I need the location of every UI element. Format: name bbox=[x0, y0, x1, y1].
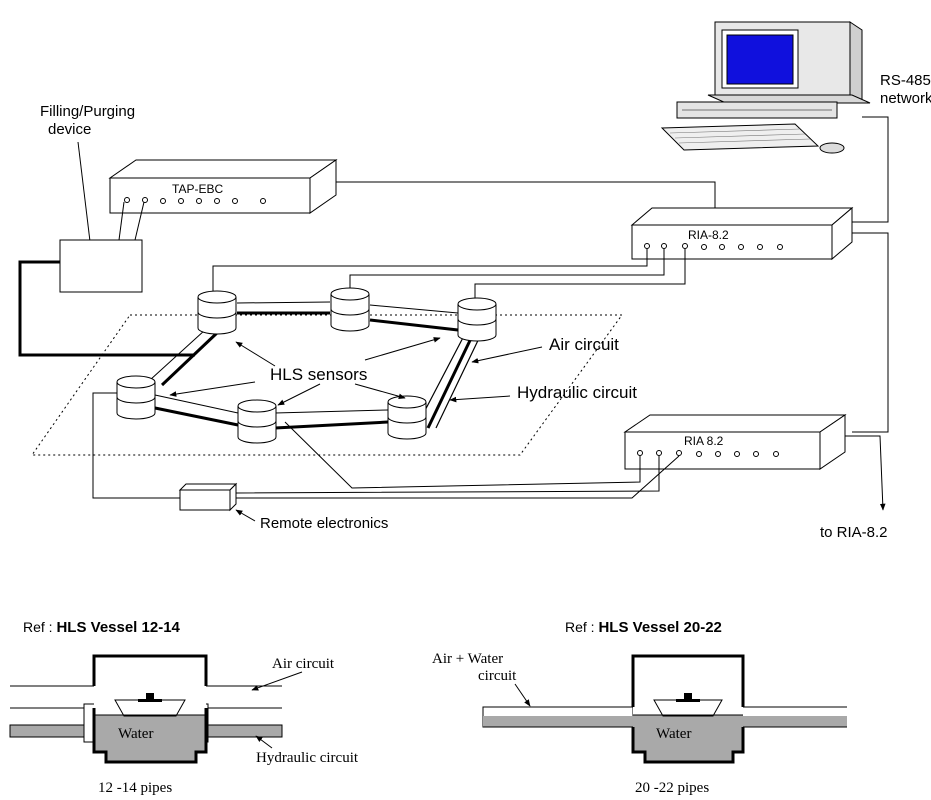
filling-feed-line bbox=[18, 260, 195, 357]
mouse-icon bbox=[819, 142, 845, 154]
tap-ebc-box bbox=[108, 159, 338, 214]
rs485-label-line2: network bbox=[880, 90, 931, 107]
vessel-right-ref: Ref : HLS Vessel 20-22 bbox=[565, 619, 722, 636]
ria-top-box bbox=[630, 206, 854, 261]
hls-sensor bbox=[237, 399, 277, 444]
vessel-left-drawing bbox=[9, 654, 283, 764]
ria-bottom-label: RIA 8.2 bbox=[684, 434, 724, 448]
filling-device-arrow bbox=[77, 141, 95, 259]
ria-bottom-box bbox=[623, 414, 847, 470]
computer-screen bbox=[726, 34, 794, 85]
filling-device-box bbox=[59, 239, 143, 293]
vessel-left-water-label: Water bbox=[118, 726, 153, 742]
vessel-right-pipes-label: 20 -22 pipes bbox=[635, 780, 709, 796]
hls-sensor bbox=[197, 290, 237, 335]
rs485-label-line1: RS-485 bbox=[880, 72, 931, 89]
hls-sensors-arrows bbox=[169, 337, 441, 406]
vessel-right-air-water-line1: Air + Water bbox=[432, 651, 503, 667]
hls-sensor bbox=[457, 297, 497, 342]
to-ria-label: to RIA-8.2 bbox=[820, 524, 888, 541]
vessel-left-air-label: Air circuit bbox=[272, 656, 335, 672]
hydraulic-circuit-label: Hydraulic circuit bbox=[517, 383, 637, 402]
vessel-right-air-water-line2: circuit bbox=[478, 668, 517, 684]
tap-ebc-label: TAP-EBC bbox=[172, 182, 223, 196]
remote-electronics-arrow bbox=[235, 509, 256, 522]
vessel-right-drawing bbox=[482, 654, 847, 764]
vessel-right-water-label: Water bbox=[656, 726, 691, 742]
hls-sensors-label: HLS sensors bbox=[270, 365, 367, 384]
filling-device-label-line1: Filling/Purging bbox=[40, 103, 135, 120]
vessel-left-pipes-label: 12 -14 pipes bbox=[98, 780, 172, 796]
remote-electronics-box bbox=[178, 482, 238, 512]
air-circuit-arrow bbox=[471, 346, 543, 364]
air-circuit-label: Air circuit bbox=[549, 335, 619, 354]
remote-electronics-label: Remote electronics bbox=[260, 515, 388, 532]
rs485-network-line bbox=[852, 116, 889, 223]
vessel-left-ref: Ref : HLS Vessel 12-14 bbox=[23, 619, 181, 636]
hls-sensor bbox=[330, 287, 370, 332]
ria-top-label: RIA-8.2 bbox=[688, 228, 729, 242]
ground-plane bbox=[31, 314, 623, 456]
filling-device-label-line2: device bbox=[48, 121, 91, 138]
keyboard-icon bbox=[660, 123, 820, 151]
hydraulic-circuit-arrow bbox=[449, 395, 511, 403]
hls-sensor bbox=[116, 375, 156, 420]
vessel-left-hydraulic-label: Hydraulic circuit bbox=[256, 750, 359, 766]
computer-icon bbox=[660, 21, 871, 154]
hls-sensor bbox=[387, 395, 427, 440]
